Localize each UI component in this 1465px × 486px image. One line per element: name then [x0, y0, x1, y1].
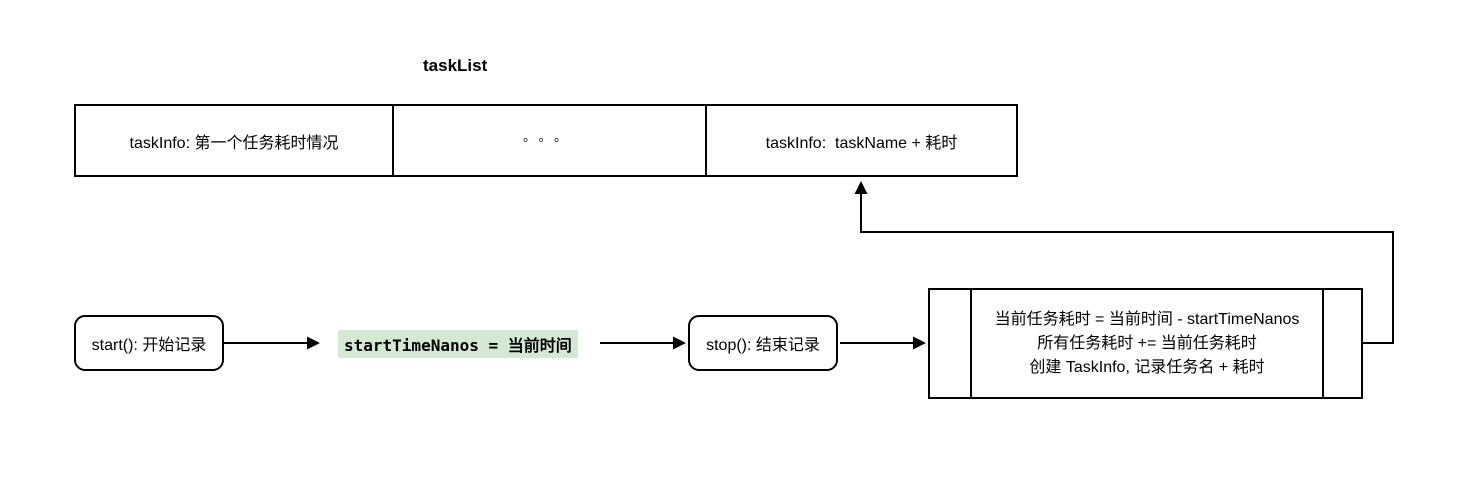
- stop-detail-box: 当前任务耗时 = 当前时间 - startTimeNanos 所有任务耗时 +=…: [928, 288, 1363, 399]
- tasklist-table: taskInfo: 第一个任务耗时情况 。。。 taskInfo: taskNa…: [74, 104, 1018, 177]
- detail-right-cell: [1322, 290, 1361, 397]
- tasklist-cell-last: taskInfo: taskName + 耗时: [705, 106, 1016, 175]
- detail-line-3: 创建 TaskInfo, 记录任务名 + 耗时: [1029, 358, 1265, 376]
- tasklist-cell-ellipsis: 。。。: [392, 106, 705, 175]
- detail-left-cell: [930, 290, 972, 397]
- ellipsis-text: 。。。: [522, 129, 576, 144]
- detail-text-cell: 当前任务耗时 = 当前时间 - startTimeNanos 所有任务耗时 +=…: [972, 290, 1322, 397]
- assign-statement: startTimeNanos = 当前时间: [338, 330, 578, 358]
- start-node: start(): 开始记录: [74, 315, 224, 371]
- detail-line-2: 所有任务耗时 += 当前任务耗时: [1037, 334, 1257, 352]
- diagram-title: taskList: [423, 56, 488, 75]
- tasklist-cell-first: taskInfo: 第一个任务耗时情况: [129, 134, 339, 152]
- stop-node: stop(): 结束记录: [688, 315, 838, 371]
- detail-line-1: 当前任务耗时 = 当前时间 - startTimeNanos: [994, 310, 1300, 328]
